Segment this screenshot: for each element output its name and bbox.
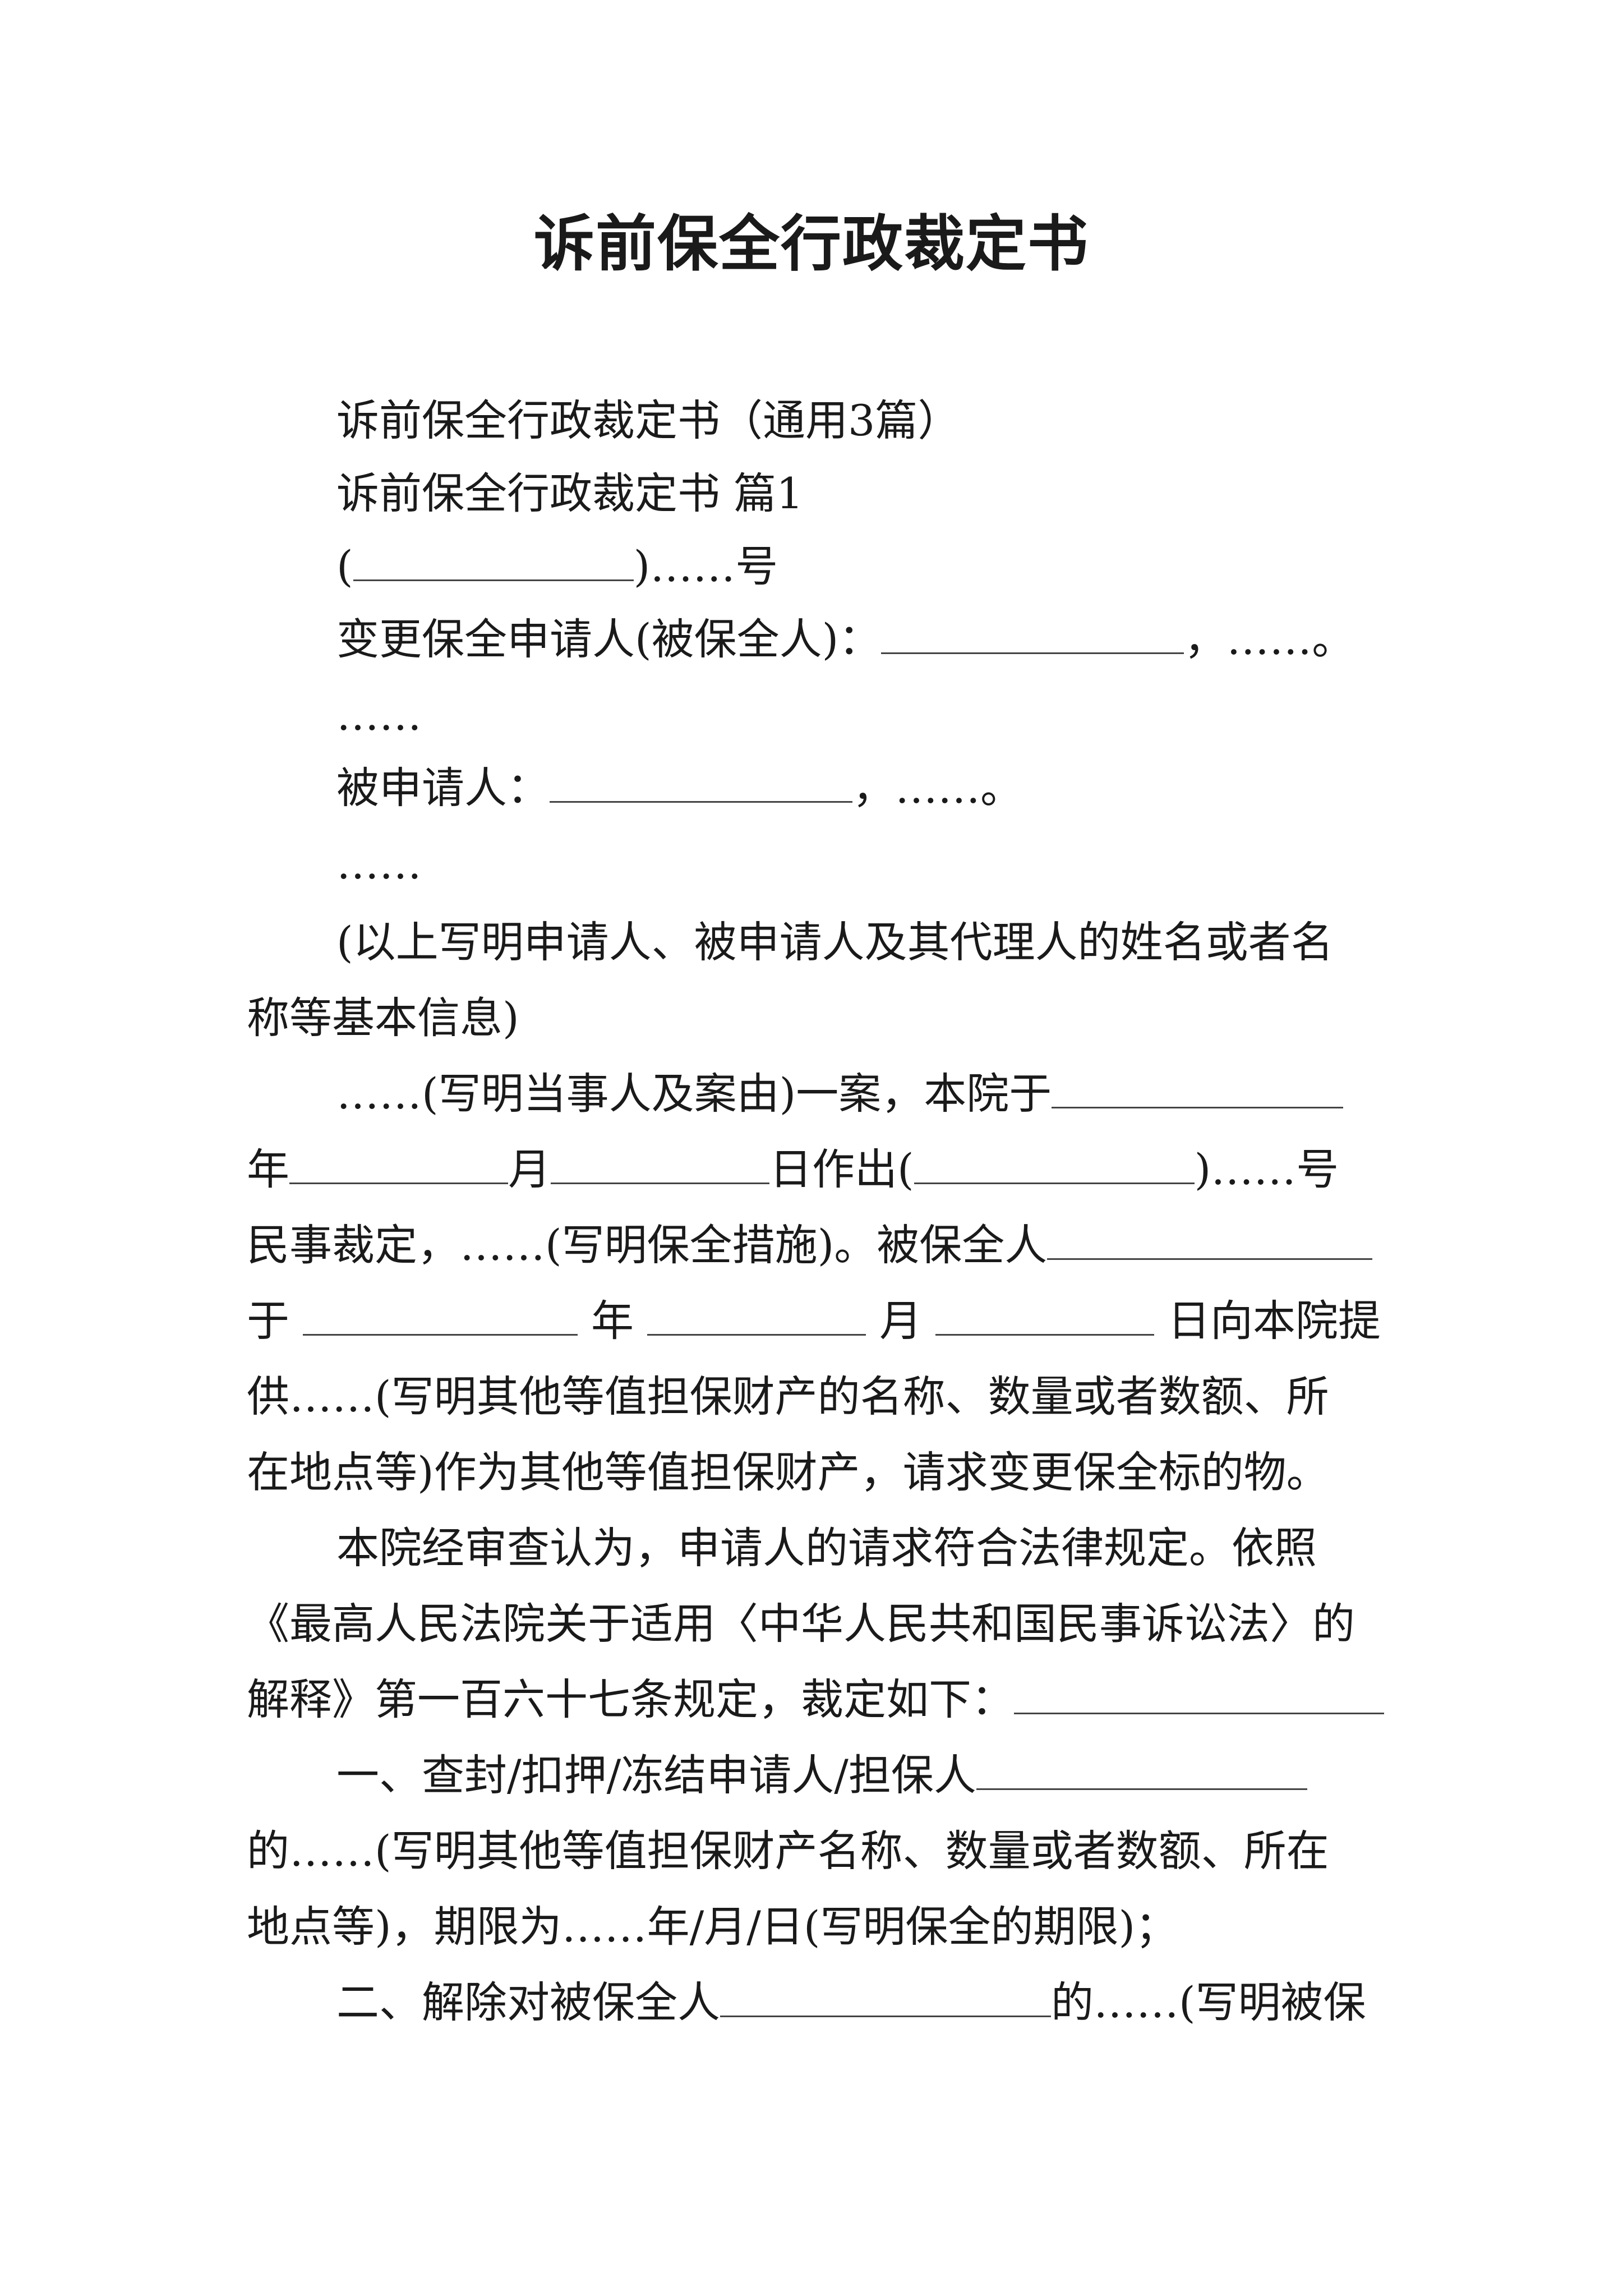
blank-field[interactable] [1047,1219,1373,1260]
blank-field[interactable] [289,1143,508,1184]
doc-line: (以上写明申请人、被申请人及其代理人的姓名或者名 [336,917,1334,967]
doc-line: 诉前保全行政裁定书 篇1 [336,468,804,518]
blank-field[interactable] [1052,1068,1344,1108]
blank-field[interactable] [550,762,852,803]
doc-line: 称等基本信息) [247,993,519,1043]
doc-line: 年月日作出()……号 [247,1143,1339,1194]
doc-line: 一、查封/扣押/冻结申请人/担保人 [336,1742,1385,1809]
blank-field[interactable] [1014,1673,1384,1714]
doc-line: 解释》第一百六十七条规定，裁定如下： [247,1666,1385,1733]
doc-line: 《最高人民法院关于适用〈中华人民共和国民事诉讼法〉的 [247,1599,1355,1649]
doc-line: 民事裁定，……(写明保全措施)。被保全人 [247,1212,1385,1279]
doc-line: 本院经审查认为，申请人的请求符合法律规定。依照 [336,1523,1317,1573]
doc-line: 二、解除对被保全人的……(写明被保 [336,1976,1366,2027]
doc-line: 供……(写明其他等值担保财产的名称、数量或者数额、所 [247,1372,1329,1421]
doc-line: ……(写明当事人及案由)一案，本院于 [336,1060,1385,1128]
doc-line: 于年月日向本院提 [247,1295,1381,1346]
doc-line: 被申请人：，……。 [336,762,1023,813]
doc-line: …… [336,839,422,889]
doc-line: 在地点等)作为其他等值担保财产，请求变更保全标的物。 [247,1447,1329,1497]
blank-field[interactable] [353,540,634,581]
blank-field[interactable] [720,1976,1051,2017]
document-title: 诉前保全行政裁定书 [533,209,1089,279]
blank-field[interactable] [976,1749,1307,1790]
blank-field[interactable] [914,1143,1195,1184]
blank-field[interactable] [551,1143,769,1184]
doc-line: ()……号 [336,540,778,591]
doc-line: 地点等)，期限为……年/月/日(写明保全的期限)； [247,1902,1178,1952]
blank-field[interactable] [303,1295,578,1336]
doc-line: 的……(写明其他等值担保财产名称、数量或者数额、所在 [247,1826,1329,1876]
doc-line: 变更保全申请人(被保全人)：，……。 [336,613,1355,664]
blank-field[interactable] [881,613,1184,654]
blank-field[interactable] [647,1295,866,1336]
doc-line: …… [336,690,422,740]
doc-line: 诉前保全行政裁定书（通用3篇） [336,395,961,445]
blank-field[interactable] [935,1295,1154,1336]
